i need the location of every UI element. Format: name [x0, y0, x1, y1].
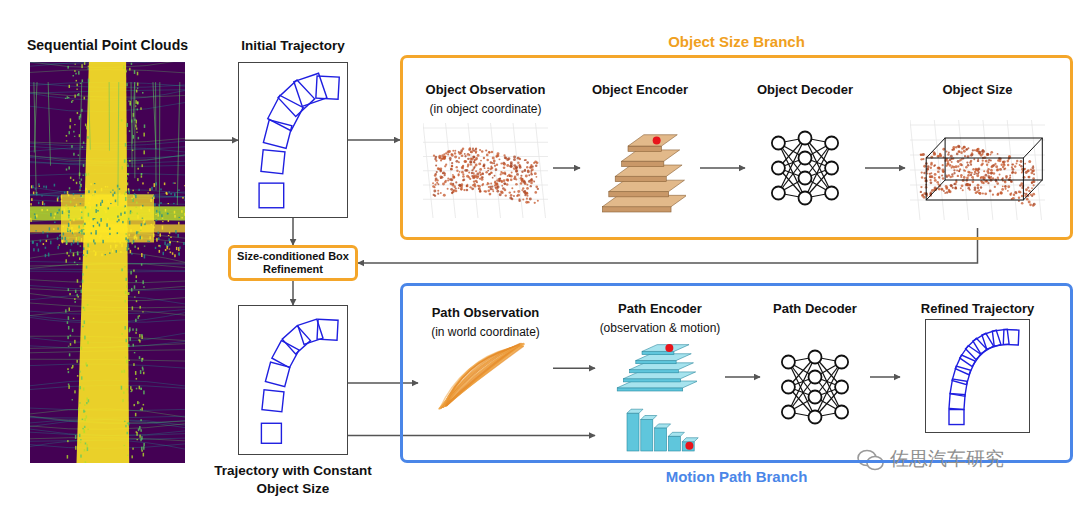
decoder-block: Object Decoder: [745, 78, 865, 228]
label-row: Object Decoder: [745, 80, 865, 98]
label-row: Object Encoder: [580, 80, 700, 98]
block-title: Object Observation: [426, 82, 546, 97]
label-row: (in world coordinate): [418, 322, 553, 340]
output-block: Object Size: [905, 78, 1050, 228]
node-heading: Sequential Point Clouds: [27, 37, 188, 53]
branch-frame: Object Size BranchObject Observation(in …: [400, 55, 1073, 240]
arrow-connector: [870, 376, 900, 378]
watermark: 佐思汽车研究: [890, 446, 1004, 472]
block-title: Object Decoder: [757, 82, 853, 97]
block-subtitle: (in object coordinate): [429, 102, 541, 116]
arrow-connector: [348, 139, 400, 141]
trajectory-boxes: [239, 63, 347, 217]
trajectory-panel: Initial Trajectory: [238, 62, 348, 218]
motion-bars: [623, 401, 707, 453]
output-block: Refined Trajectory: [900, 297, 1055, 435]
decoder-block: Path Decoder: [760, 297, 870, 457]
observation-block: Object Observation (in object coordinate): [418, 78, 553, 228]
arrow-connector: [292, 218, 294, 245]
node-heading: Initial Trajectory: [241, 38, 345, 53]
block-subtitle: (observation & motion): [600, 321, 721, 335]
node-heading: Trajectory with Constant Object Size: [208, 462, 378, 497]
label-row: Path Decoder: [760, 299, 870, 317]
refinement-box: Size-conditioned Box Refinement: [228, 245, 358, 281]
arrow-connector: [348, 435, 595, 437]
arrow-connector: [865, 167, 905, 169]
path-streak: [433, 341, 533, 411]
sized-box-figure: [910, 120, 1045, 220]
arrow-connector: [553, 367, 595, 369]
block-title: Path Decoder: [773, 301, 857, 316]
trajectory-boxes: [239, 306, 347, 454]
point-cloud-figure: [423, 123, 548, 218]
arrow-connector: [725, 376, 760, 378]
observation-block: Path Observation (in world coordinate): [418, 301, 553, 413]
encoder-layers: [598, 116, 686, 216]
block-title: Path Observation: [432, 305, 540, 320]
wechat-icon: [856, 448, 886, 472]
neural-net: [770, 118, 840, 218]
arrow-connector: [348, 382, 418, 384]
block-subtitle: (in world coordinate): [431, 325, 540, 339]
encoder-block: Object Encoder: [580, 78, 700, 228]
arrow-connector: [292, 281, 294, 305]
block-title: Object Size: [942, 82, 1012, 97]
arrow-connector: [553, 167, 580, 169]
trajectory-panel: Trajectory with Constant Object Size: [238, 305, 348, 455]
branch-frame: Motion Path BranchPath Observation(in wo…: [400, 283, 1073, 463]
label-row: (in object coordinate): [418, 99, 553, 117]
neural-net: [780, 337, 850, 437]
block-title: Refined Trajectory: [921, 301, 1034, 316]
point-cloud-image: [30, 62, 185, 463]
label-row: Refined Trajectory: [900, 299, 1055, 317]
refined-panel: [925, 319, 1030, 433]
encoder-layers: [613, 335, 697, 395]
block-title: Object Encoder: [592, 82, 688, 97]
label-row: Path Encoder: [595, 299, 725, 317]
encoder-block: Path Encoder (observation & motion): [595, 297, 725, 457]
box-label: Size-conditioned Box Refinement: [234, 250, 352, 275]
node-heading: Motion Path Branch: [666, 468, 808, 485]
label-row: (observation & motion): [595, 318, 725, 336]
label-row: Object Size: [905, 80, 1050, 98]
node-heading: Object Size Branch: [668, 33, 805, 50]
label-row: Path Observation: [418, 303, 553, 321]
label-row: Object Observation: [418, 80, 553, 98]
block-title: Path Encoder: [618, 301, 702, 316]
arrow-connector: [700, 167, 745, 169]
point-cloud-panel: Sequential Point Clouds: [30, 62, 185, 463]
arrow-connector: [358, 228, 978, 263]
arrow-connector: [185, 139, 238, 141]
